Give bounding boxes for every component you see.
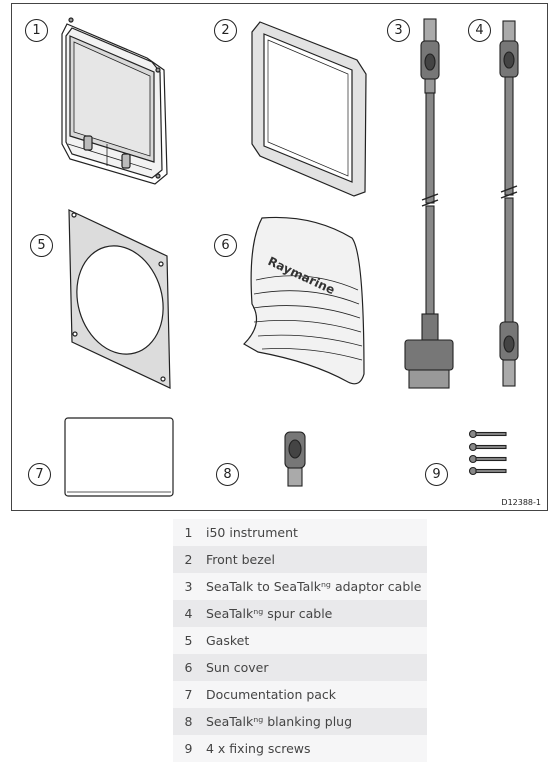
item-number: 4 [173,600,204,627]
item-description: 4 x fixing screws [204,735,427,762]
adaptor-cable-drawing [404,18,454,389]
item-description: Sun cover [204,654,427,681]
item-number: 2 [173,546,204,573]
callout-8: 8 [216,463,239,486]
callout-1: 1 [25,19,48,42]
bezel-drawing [251,21,367,197]
documentation-drawing [64,417,174,497]
item-description: i50 instrument [204,519,427,546]
item-description: SeaTalk to SeaTalkⁿᵍ adaptor cable [204,573,427,600]
instrument-drawing [61,17,168,185]
parts-illustration: Raymarine [61,17,519,497]
callout-3: 3 [387,19,410,42]
item-number: 6 [173,654,204,681]
table-row: 5 Gasket [173,627,427,654]
table-row: 2 Front bezel [173,546,427,573]
item-description: Front bezel [204,546,427,573]
item-description: SeaTalkⁿᵍ blanking plug [204,708,427,735]
callout-4: 4 [468,19,491,42]
table-row: 9 4 x fixing screws [173,735,427,762]
callout-7: 7 [28,463,51,486]
callout-9: 9 [425,463,448,486]
callout-2: 2 [214,19,237,42]
item-number: 1 [173,519,204,546]
figure-code: D12388-1 [501,498,541,507]
item-description: SeaTalkⁿᵍ spur cable [204,600,427,627]
item-number: 3 [173,573,204,600]
item-description: Documentation pack [204,681,427,708]
item-number: 8 [173,708,204,735]
parts-figure: Raymarine 1 2 3 4 5 6 7 8 9 D12388-1 [11,3,548,511]
sun-cover-drawing: Raymarine [243,216,365,385]
screws-drawing [468,429,507,476]
table-row: 6 Sun cover [173,654,427,681]
item-number: 9 [173,735,204,762]
callout-6: 6 [214,234,237,257]
table-row: 8 SeaTalkⁿᵍ blanking plug [173,708,427,735]
blanking-plug-drawing [284,431,306,487]
gasket-drawing [68,209,171,389]
table-row: 1 i50 instrument [173,519,427,546]
spur-cable-drawing [499,20,519,387]
item-description: Gasket [204,627,427,654]
table-row: 3 SeaTalk to SeaTalkⁿᵍ adaptor cable [173,573,427,600]
item-number: 7 [173,681,204,708]
table-row: 7 Documentation pack [173,681,427,708]
callout-5: 5 [30,234,53,257]
parts-table: 1 i50 instrument 2 Front bezel 3 SeaTalk… [173,519,427,762]
table-row: 4 SeaTalkⁿᵍ spur cable [173,600,427,627]
item-number: 5 [173,627,204,654]
